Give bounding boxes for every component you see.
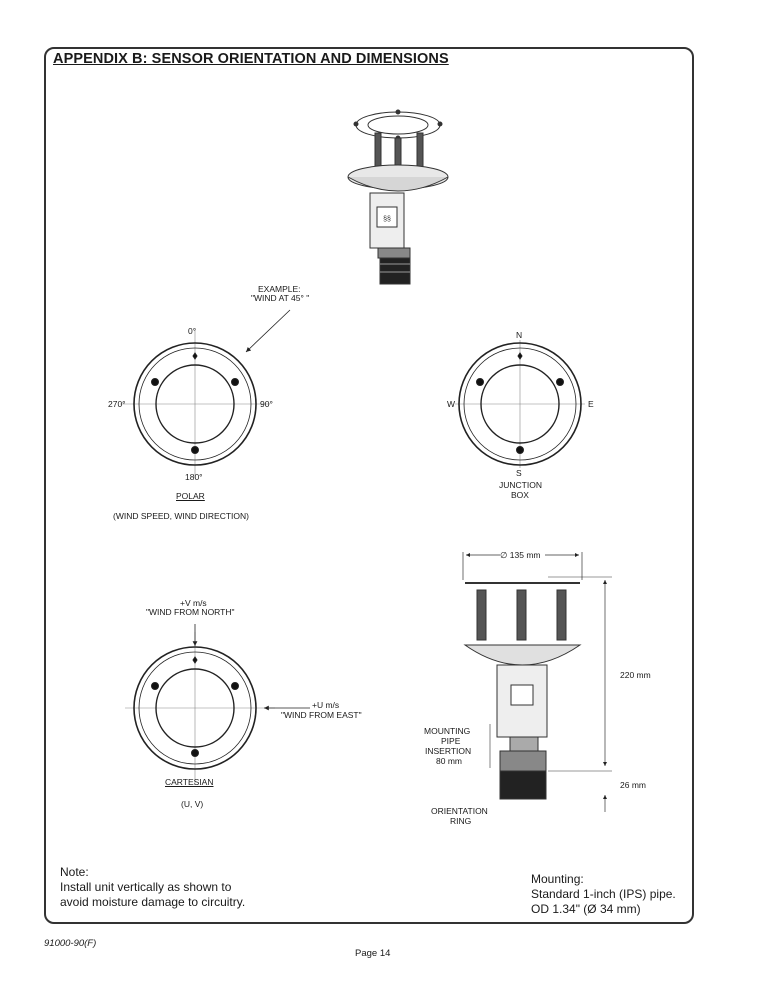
cartesian-v-line1: +V m/s xyxy=(180,598,207,608)
polar-title: POLAR xyxy=(176,491,205,501)
cartesian-u-line2: "WIND FROM EAST" xyxy=(281,710,362,720)
page-number: Page 14 xyxy=(355,948,391,959)
polar-west-label: 270° xyxy=(108,399,126,409)
polar-south-label: 180° xyxy=(185,472,203,482)
orientation-ring-line1: ORIENTATION xyxy=(431,806,488,816)
compass-west-label: W xyxy=(447,399,456,409)
height-label: 220 mm xyxy=(620,670,651,680)
polar-diagram xyxy=(120,309,291,478)
polar-north-label: 0° xyxy=(188,326,197,336)
compass-north-label: N xyxy=(516,330,523,340)
cartesian-diagram xyxy=(125,624,310,785)
insertion-line4: 80 mm xyxy=(436,756,462,766)
junction-box-line1: JUNCTION xyxy=(499,480,542,490)
note-line2: avoid moisture damage to circuitry. xyxy=(60,895,246,909)
note-line1: Install unit vertically as shown to xyxy=(60,880,232,894)
insertion-line3: INSERTION xyxy=(425,746,472,756)
polar-subtitle: (WIND SPEED, WIND DIRECTION) xyxy=(113,511,249,521)
diameter-label: ∅ 135 mm xyxy=(500,550,541,560)
junction-box-line2: BOX xyxy=(511,490,529,500)
compass-diagram xyxy=(455,340,585,468)
sensor-illustration-top: §§ xyxy=(347,109,449,285)
compass-south-label: S xyxy=(516,468,522,478)
mounting-line1: Standard 1-inch (IPS) pipe. xyxy=(531,887,676,901)
page-frame xyxy=(44,47,694,924)
doc-number: 91000-90(F) xyxy=(44,938,97,949)
insertion-line2: PIPE xyxy=(441,736,461,746)
compass-east-label: E xyxy=(588,399,594,409)
cartesian-title: CARTESIAN xyxy=(165,777,214,787)
sensor-side-view xyxy=(462,552,612,812)
svg-text:§§: §§ xyxy=(383,216,391,223)
polar-east-label: 90° xyxy=(260,399,273,409)
note-title: Note: xyxy=(60,865,89,879)
mounting-line2: OD 1.34" (Ø 34 mm) xyxy=(531,902,641,916)
ring-height-label: 26 mm xyxy=(620,780,646,790)
insertion-line1: MOUNTING xyxy=(424,726,471,736)
diameter-value: 135 mm xyxy=(509,550,541,560)
polar-example-line2: "WIND AT 45° " xyxy=(251,293,310,303)
cartesian-subtitle: (U, V) xyxy=(181,799,204,809)
cartesian-v-line2: "WIND FROM NORTH" xyxy=(146,607,235,617)
cartesian-u-line1: +U m/s xyxy=(312,700,340,710)
mounting-title: Mounting: xyxy=(531,872,584,886)
polar-example-line1: EXAMPLE: xyxy=(258,284,301,294)
orientation-ring-line2: RING xyxy=(450,816,472,826)
appendix-heading: APPENDIX B: SENSOR ORIENTATION AND DIMEN… xyxy=(53,51,449,67)
